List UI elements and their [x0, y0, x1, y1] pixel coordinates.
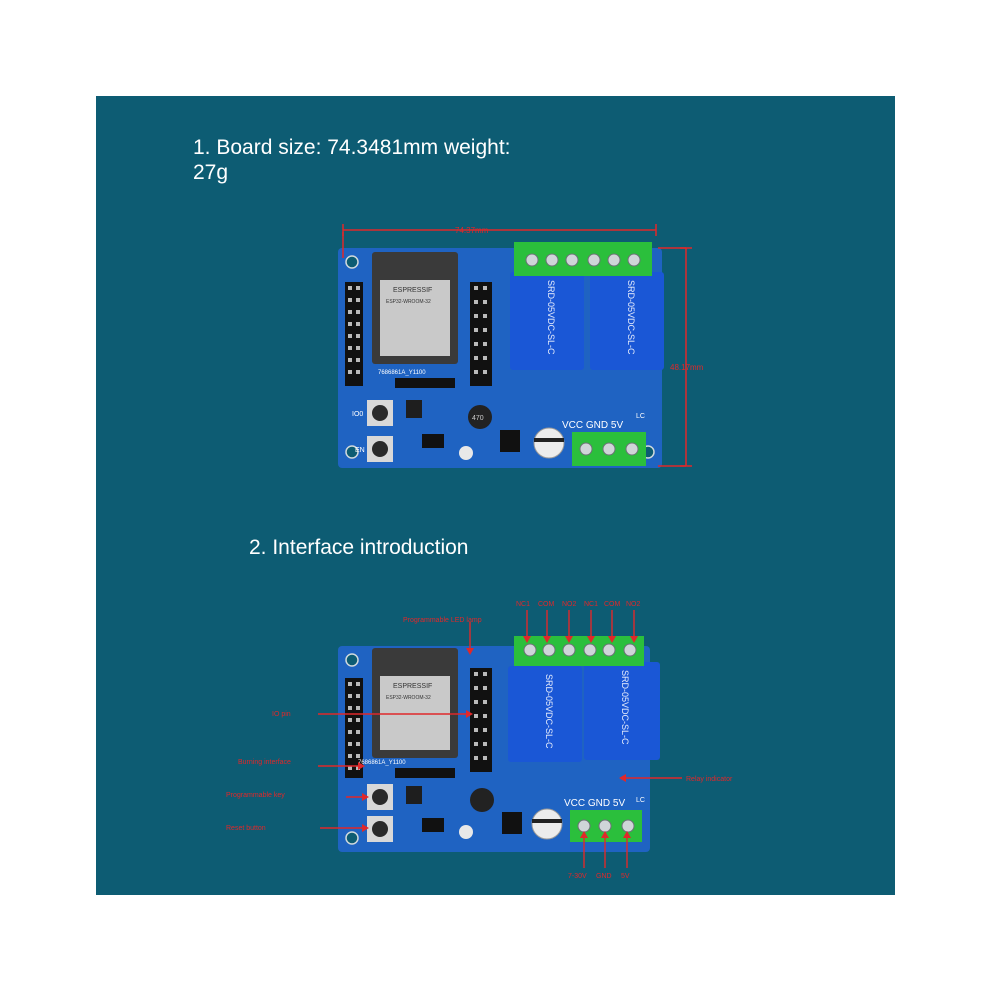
annotation-programmable-led: Programmable LED lamp	[403, 617, 482, 624]
module-header-pins-1	[470, 282, 492, 386]
key-label-io0-1: IO0	[352, 411, 363, 418]
board-size-line1: 1. Board size: 74.3481mm weight:	[193, 136, 511, 159]
width-dim-label: 74.37mm	[455, 226, 489, 235]
relay-2b: SRD-05VDC-SL-C	[584, 662, 660, 760]
power-label-1: VCC GND 5V	[562, 420, 623, 431]
pcb-code-2: 7686861A_Y1100	[358, 760, 406, 766]
board-size-line2: 27g	[193, 161, 229, 184]
board-size-heading: 1. Board size: 74.3481mm weight: 27g	[193, 135, 511, 185]
key-label-en-1: EN	[355, 447, 365, 454]
power-terminal-1: VCC GND 5V LC	[562, 413, 646, 466]
annotation-reset-button: Reset button	[226, 825, 266, 832]
program-button-1: IO0	[352, 400, 393, 426]
top-terminal-block-1	[514, 242, 652, 276]
module-brand-2: ESPRESSIF	[393, 683, 432, 690]
relay-1a: SRD-05VDC-SL-C	[510, 272, 584, 370]
pcb-logo-1: LC	[636, 413, 645, 420]
annotation-terminal-2: COM	[538, 601, 555, 608]
height-dimension	[658, 247, 692, 467]
height-dim-label: 48.17mm	[670, 363, 704, 372]
relay-1b: SRD-05VDC-SL-C	[590, 272, 664, 370]
esp32-module-2: ESPRESSIF ESP32-WROOM-32	[372, 648, 458, 758]
pcb-logo-2: LC	[636, 797, 645, 804]
annotation-burning-interface: Burning interface	[238, 759, 291, 766]
annotation-terminal-1: NC1	[516, 601, 530, 608]
module-model-1: ESP32-WROOM-32	[386, 299, 431, 305]
module-header-pins-2	[470, 668, 492, 772]
relay-2a: SRD-05VDC-SL-C	[508, 666, 582, 762]
relay-model-2b: SRD-05VDC-SL-C	[620, 670, 630, 745]
annotation-power-3: 5V	[621, 873, 630, 880]
module-brand-1: ESPRESSIF	[393, 287, 432, 294]
annotation-relay-indicator: Relay indicator	[686, 776, 733, 783]
power-label-2: VCC GND 5V	[564, 798, 625, 809]
program-button-2	[367, 784, 393, 810]
pcb-code-1: 7686861A_Y1100	[378, 370, 426, 376]
relay-model-1a: SRD-05VDC-SL-C	[546, 280, 556, 355]
width-dimension	[342, 224, 657, 258]
interface-heading: 2. Interface introduction	[249, 536, 469, 559]
annotation-power-2: GND	[596, 873, 612, 880]
top-terminal-block-2	[514, 636, 644, 666]
reset-button-1: EN	[355, 436, 393, 462]
annotation-terminal-5: COM	[604, 601, 621, 608]
annotation-io-pin: IO pin	[272, 711, 291, 718]
annotation-terminal-4: NC1	[584, 601, 598, 608]
annotation-terminal-3: NO2	[562, 601, 577, 608]
annotation-terminal-6: NO2	[626, 601, 641, 608]
relay-model-1b: SRD-05VDC-SL-C	[626, 280, 636, 355]
module-model-2: ESP32-WROOM-32	[386, 695, 431, 701]
left-header-pins-1	[345, 282, 363, 386]
esp32-module-1: ESPRESSIF ESP32-WROOM-32	[372, 252, 458, 364]
annotation-power-1: 7-30V	[568, 873, 587, 880]
inductor-label-1: 470	[472, 415, 484, 422]
annotation-programmable-key: Programmable key	[226, 792, 285, 799]
reset-button-2	[367, 816, 393, 842]
relay-model-2a: SRD-05VDC-SL-C	[544, 674, 554, 749]
